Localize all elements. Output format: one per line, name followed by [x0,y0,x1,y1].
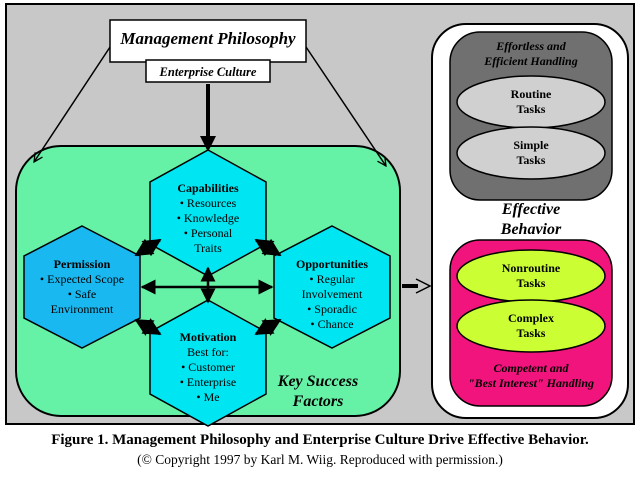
opportunities-line: • Chance [310,317,353,331]
double-arrow-icon [134,318,162,336]
competent-heading: "Best Interest" Handling [468,376,594,390]
permission-title: Permission [54,257,111,271]
simple-tasks-oval [456,126,606,180]
permission-line: • Expected Scope [40,272,124,286]
success-factors-label: Key Success [277,373,358,390]
capabilities-line: • Resources [180,196,237,210]
copyright-note: (© Copyright 1997 by Karl M. Wiig. Repro… [137,452,503,467]
effective-behavior-label: Effective [501,201,560,218]
capabilities-line: Traits [194,241,222,255]
culture-label: Enterprise Culture [159,65,257,79]
effortless-heading: Efficient Handling [483,54,577,68]
opportunities-line: Involvement [302,287,363,301]
motivation-line: • Enterprise [180,375,237,389]
down-arrow-icon [200,84,216,152]
routine-tasks-label: Tasks [517,102,546,116]
permission-line: Environment [51,302,114,316]
opportunities-line: • Sporadic [307,302,357,316]
simple-tasks-label: Simple [513,138,549,152]
motivation-line: • Customer [181,360,235,374]
philosophy-left-line [34,37,117,162]
opportunities-title: Opportunities [296,257,368,271]
effortless-heading: Effortless and [495,39,566,53]
permission-line: • Safe [68,287,97,301]
capabilities-line: • Knowledge [177,211,240,225]
philosophy-right-line [299,37,386,166]
philosophy-title: Management Philosophy [119,29,296,48]
complex-tasks-oval [456,299,606,353]
simple-tasks-label: Tasks [517,153,546,167]
figure-caption: Figure 1. Management Philosophy and Ente… [51,432,589,448]
competent-heading: Competent and [493,361,569,375]
nonroutine-tasks-label: Tasks [517,276,546,290]
right-arrow-icon [402,278,432,294]
double-arrow-icon [254,318,282,336]
nonroutine-tasks-label: Nonroutine [502,261,561,275]
motivation-line: Best for: [187,345,229,359]
diagram: Management Philosophy Enterprise Culture… [5,3,635,427]
motivation-title: Motivation [180,330,237,344]
opportunities-line: • Regular [309,272,354,286]
complex-tasks-label: Tasks [517,326,546,340]
routine-tasks-label: Routine [511,87,552,101]
effective-behavior-label: Behavior [500,221,562,238]
success-factors-label: Factors [292,393,344,410]
culture-box [145,59,271,83]
double-arrow-icon [254,238,282,257]
complex-tasks-label: Complex [508,311,554,325]
double-arrow-icon [134,238,162,257]
capabilities-title: Capabilities [177,181,239,195]
capabilities-line: • Personal [184,226,233,240]
motivation-line: • Me [196,390,219,404]
